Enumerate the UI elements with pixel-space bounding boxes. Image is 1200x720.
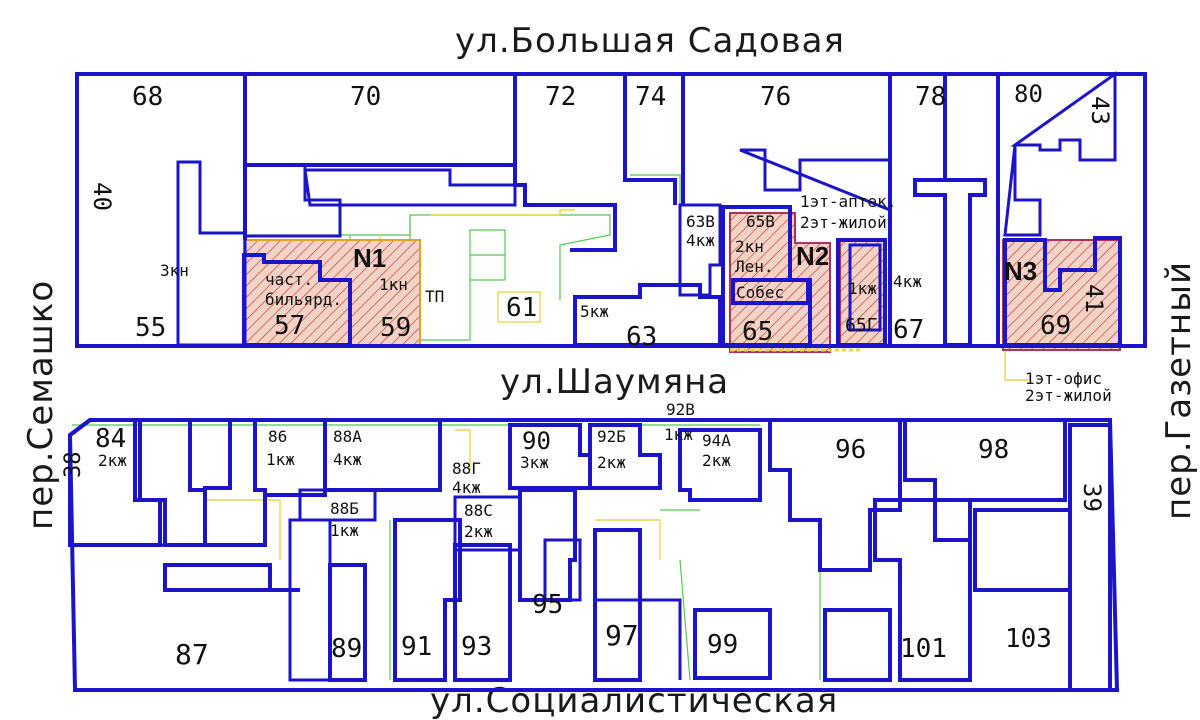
- house-number-93: 93: [461, 632, 492, 662]
- house-number-87: 87: [175, 638, 209, 671]
- house-number-74: 74: [635, 82, 666, 112]
- plot-n1-area: [243, 239, 421, 346]
- street-label-bolshaya-sadovaya: ул.Большая Садовая: [455, 21, 845, 61]
- house-number-72: 72: [545, 82, 576, 112]
- house-number-70: 70: [350, 82, 381, 112]
- house-number-97: 97: [605, 619, 639, 652]
- note-len: Лен.: [735, 257, 774, 276]
- house-number-94a: 94А: [702, 431, 731, 450]
- note-apteka-floor1: 1эт-аптек.: [800, 192, 896, 211]
- house-number-63: 63: [626, 322, 657, 352]
- note-2kzh-92b: 2кж: [597, 453, 626, 472]
- house-number-61: 61: [506, 293, 537, 323]
- house-number-84: 84: [95, 424, 126, 454]
- house-number-59: 59: [380, 313, 411, 343]
- note-3kzh-90: 3кж: [520, 453, 549, 472]
- house-number-88g: 88Г: [452, 459, 481, 478]
- note-1kzh-88b: 1кж: [330, 521, 359, 540]
- note-1kzh-92v: 1кж: [664, 425, 693, 444]
- house-number-92v: 92В: [666, 400, 695, 419]
- house-number-88a: 88А: [333, 427, 362, 446]
- house-number-92b: 92Б: [597, 427, 626, 446]
- note-ofis-floor1: 1эт-офис: [1025, 369, 1102, 388]
- north-block-notes: 3кн част. бильярд. 1кн ТП 5кж 4кж 2кн Ле…: [160, 192, 1112, 405]
- plot-marker-n3[interactable]: N3: [1004, 256, 1037, 286]
- note-1kzh-86: 1кж: [266, 450, 295, 469]
- house-number-40: 40: [88, 182, 116, 211]
- street-label-gazetny: пер.Газетный: [1159, 261, 1199, 520]
- house-number-68: 68: [132, 82, 163, 112]
- house-number-65g: 65Г: [845, 315, 878, 336]
- plot-marker-n2[interactable]: N2: [796, 241, 829, 271]
- house-number-89: 89: [331, 634, 362, 664]
- house-number-80: 80: [1014, 80, 1043, 108]
- house-number-67: 67: [893, 315, 924, 345]
- house-number-69: 69: [1040, 311, 1071, 341]
- house-number-63b: 63В: [686, 212, 715, 231]
- north-block-buildings: [75, 71, 1147, 348]
- note-3kn: 3кн: [160, 261, 189, 280]
- house-number-39: 39: [1078, 483, 1106, 512]
- note-2kzh-84: 2кж: [98, 451, 127, 470]
- plot-areas: [243, 212, 1121, 353]
- note-sobes: Собес: [736, 283, 784, 302]
- house-number-43: 43: [1086, 96, 1114, 125]
- note-2kzh-88s: 2кж: [464, 522, 493, 541]
- plot-marker-n1[interactable]: N1: [353, 243, 386, 273]
- note-5kzh: 5кж: [580, 302, 609, 321]
- house-number-91: 91: [401, 632, 432, 662]
- house-number-96: 96: [835, 435, 866, 465]
- note-1kzh-65g: 1кж: [848, 279, 877, 298]
- house-number-86: 86: [268, 427, 287, 446]
- house-number-76: 76: [760, 82, 791, 112]
- note-2kn: 2кн: [735, 237, 764, 256]
- plot-n2-area: [729, 212, 831, 353]
- south-block-notes: 2кж 1кж 4кж 1кж 4кж 2кж 3кж 2кж 1кж 2кж: [98, 425, 731, 541]
- note-2kzh-94a: 2кж: [702, 451, 731, 470]
- note-ofis-floor2: 2эт-жилой: [1025, 386, 1112, 405]
- note-4kzh-67: 4кж: [893, 272, 922, 291]
- note-4kzh-63: 4кж: [686, 231, 715, 250]
- house-number-88b: 88Б: [330, 499, 359, 518]
- note-bilyard: бильярд.: [265, 290, 342, 309]
- house-number-65b: 65В: [746, 212, 775, 231]
- south-block-buildings: [67, 418, 1120, 692]
- house-number-90: 90: [522, 427, 551, 455]
- house-number-99: 99: [707, 630, 738, 660]
- street-label-socialisticheskaya: ул.Социалистическая: [430, 681, 838, 720]
- house-number-57: 57: [274, 311, 305, 341]
- house-number-65: 65: [742, 317, 773, 347]
- house-number-98: 98: [978, 435, 1009, 465]
- north-block-numbers: 68 70 72 74 76 78 80 43 40 55 57 59 61 6…: [88, 80, 1114, 352]
- note-apteka-floor2: 2эт-жилой: [800, 213, 887, 232]
- note-1kn: 1кн: [379, 275, 408, 294]
- note-4kzh-88g: 4кж: [452, 478, 481, 497]
- note-tp: ТП: [425, 287, 444, 306]
- south-block-numbers: 84 38 86 88А 88Б 88Г 88С 90 92Б 92В 94А …: [61, 400, 1106, 671]
- house-number-88s: 88С: [464, 501, 493, 520]
- house-number-95: 95: [532, 590, 563, 620]
- note-4kzh-88a: 4кж: [333, 450, 362, 469]
- street-label-semashko: пер.Семашко: [21, 280, 61, 530]
- house-number-101: 101: [900, 634, 947, 664]
- house-number-41: 41: [1080, 284, 1108, 313]
- house-number-38: 38: [61, 452, 86, 479]
- street-label-shaumyana: ул.Шаумяна: [500, 362, 729, 402]
- note-chast: част.: [265, 270, 313, 289]
- house-number-103: 103: [1005, 624, 1052, 654]
- house-number-78: 78: [915, 82, 946, 112]
- house-number-55: 55: [135, 313, 166, 343]
